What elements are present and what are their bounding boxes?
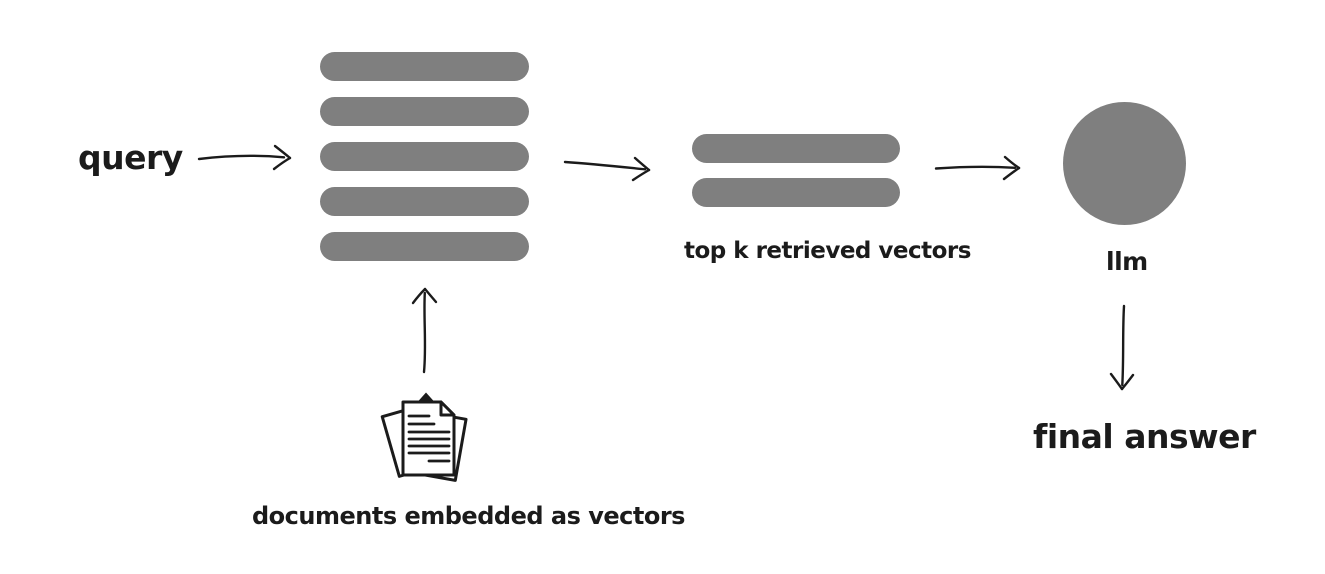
vector-bar [692,178,900,207]
arrow-query-to-vector-db [197,144,292,171]
vector-bar [320,232,529,261]
arrow-vector-db-to-top-k [563,156,651,182]
top-k-label: top k retrieved vectors [684,238,971,264]
vector-bar [692,134,900,163]
documents-label: documents embedded as vectors [252,502,685,530]
final-answer-label: final answer [1033,417,1256,456]
vector-bar [320,97,529,126]
vector-bar [320,142,529,171]
top-k-stack [692,134,900,207]
arrow-top-k-to-llm [934,155,1021,181]
arrow-llm-to-final-answer [1109,304,1135,391]
vector-bar [320,52,529,81]
vector-bar [320,187,529,216]
llm-label: llm [1106,247,1148,276]
documents-icon [380,392,468,482]
query-label: query [78,138,183,177]
vector-db-stack [320,52,529,261]
llm-node [1063,102,1186,225]
arrow-documents-to-vector-db [411,287,438,374]
